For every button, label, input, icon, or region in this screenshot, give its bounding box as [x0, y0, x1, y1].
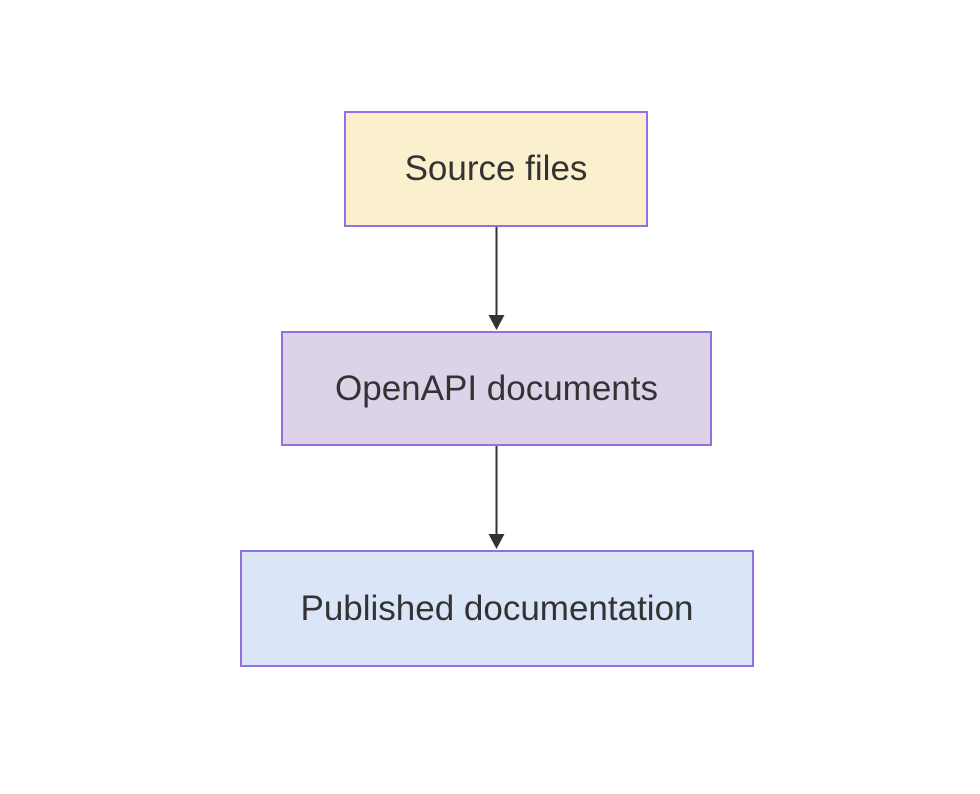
node-source-files-label: Source files: [404, 149, 588, 188]
node-openapi-documents: OpenAPI documents: [281, 331, 712, 446]
node-published-documentation-label: Published documentation: [300, 588, 694, 628]
arrowhead-down-icon: [488, 315, 505, 330]
arrowhead-down-icon: [488, 534, 505, 549]
node-published-documentation: Published documentation: [240, 550, 754, 667]
edge-source-to-openapi: [488, 227, 505, 330]
node-source-files: Source files: [344, 111, 648, 227]
edge-openapi-to-published: [488, 446, 505, 549]
node-openapi-documents-label: OpenAPI documents: [335, 368, 658, 408]
